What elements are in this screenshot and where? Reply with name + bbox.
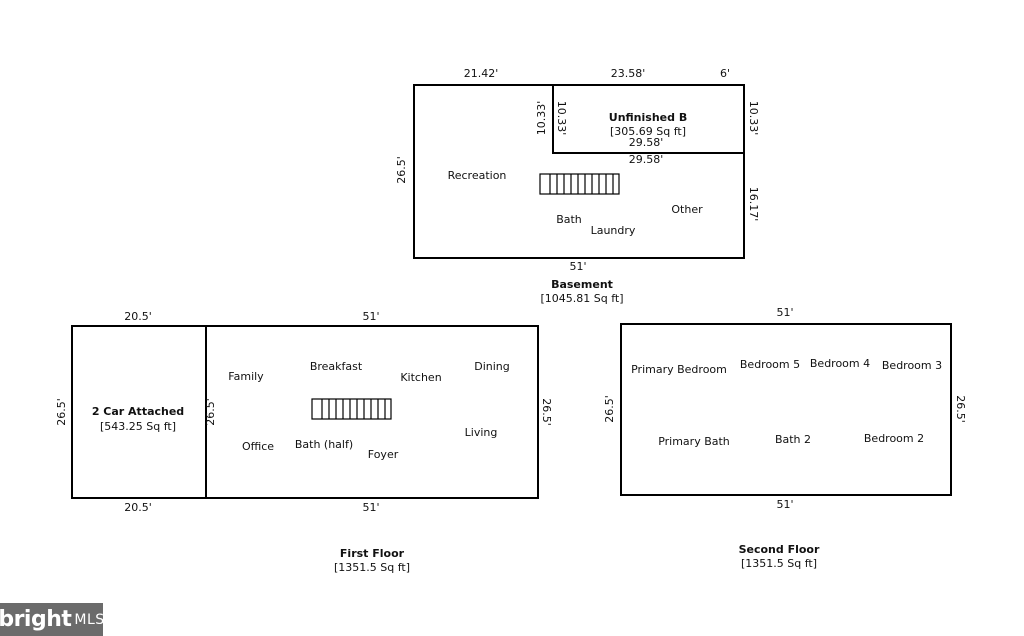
basement-dim-inner-bottom-a: 29.58' xyxy=(629,136,664,149)
unfinished-room-area: [305.69 Sq ft] xyxy=(610,125,686,138)
room-bedroom-2: Bedroom 2 xyxy=(864,432,924,445)
room-primary-bath: Primary Bath xyxy=(658,435,730,448)
second-floor-area: [1351.5 Sq ft] xyxy=(741,557,817,570)
room-breakfast: Breakfast xyxy=(310,360,363,373)
room-foyer: Foyer xyxy=(368,448,399,461)
first-floor-dim-bottom: 51' xyxy=(362,501,379,514)
first-floor-main-outline xyxy=(205,325,539,499)
basement-dim-left: 26.5' xyxy=(395,156,408,184)
room-laundry: Laundry xyxy=(591,224,636,237)
basement-dim-inner-bottom-b: 29.58' xyxy=(629,153,664,166)
garage-area: [543.25 Sq ft] xyxy=(100,420,176,433)
basement-dim-bottom: 51' xyxy=(569,260,586,273)
watermark-brand: bright xyxy=(0,607,72,632)
second-floor-dim-left: 26.5' xyxy=(603,395,616,423)
room-bedroom-4: Bedroom 4 xyxy=(810,357,870,370)
garage-dim-left: 26.5' xyxy=(55,398,68,426)
basement-staircase xyxy=(539,173,620,195)
basement-plan: 21.42' 23.58' 6' 26.5' 10.33' 16.17' 10.… xyxy=(395,67,760,305)
first-floor-dim-right: 26.5' xyxy=(540,398,553,426)
second-floor-outline xyxy=(620,323,952,496)
room-bedroom-3: Bedroom 3 xyxy=(882,359,942,372)
second-floor-dim-top: 51' xyxy=(776,306,793,319)
basement-dim-top-right: 6' xyxy=(720,67,730,80)
brightmls-watermark-logo: bright MLS xyxy=(0,603,105,636)
first-floor-plan: 20.5' 20.5' 26.5' 26.5' 2 Car Attached [… xyxy=(55,310,553,574)
garage-dim-inner: 26.5' xyxy=(204,398,217,426)
room-bedroom-5: Bedroom 5 xyxy=(740,358,800,371)
room-kitchen: Kitchen xyxy=(400,371,441,384)
basement-dim-top-mid: 23.58' xyxy=(611,67,646,80)
first-floor-dim-top: 51' xyxy=(362,310,379,323)
room-bath-half: Bath (half) xyxy=(295,438,353,451)
watermark-suffix: MLS xyxy=(74,611,105,628)
second-floor-dim-bottom: 51' xyxy=(776,498,793,511)
garage-dim-top: 20.5' xyxy=(124,310,152,323)
basement-dim-top-left: 21.42' xyxy=(464,67,499,80)
second-floor-plan: 51' 51' 26.5' 26.5' Primary Bedroom Bedr… xyxy=(603,306,967,570)
room-other: Other xyxy=(671,203,703,216)
first-floor-area: [1351.5 Sq ft] xyxy=(334,561,410,574)
second-floor-dim-right: 26.5' xyxy=(954,395,967,423)
room-family: Family xyxy=(228,370,264,383)
basement-title: Basement xyxy=(551,278,613,291)
basement-dim-inner-left-inner: 10.33' xyxy=(555,101,568,136)
basement-dim-inner-left-outer: 10.33' xyxy=(535,101,548,136)
room-dining: Dining xyxy=(474,360,510,373)
basement-dim-right-lower: 16.17' xyxy=(747,187,760,222)
garage-name: 2 Car Attached xyxy=(92,405,184,418)
unfinished-room-outline xyxy=(552,84,745,154)
room-living: Living xyxy=(465,426,498,439)
garage-dim-bottom: 20.5' xyxy=(124,501,152,514)
room-bath: Bath xyxy=(556,213,582,226)
room-bath-2: Bath 2 xyxy=(775,433,811,446)
first-floor-title: First Floor xyxy=(340,547,405,560)
first-floor-staircase xyxy=(311,398,392,420)
room-recreation: Recreation xyxy=(448,169,507,182)
basement-dim-right-upper: 10.33' xyxy=(747,101,760,136)
unfinished-room-name: Unfinished B xyxy=(609,111,687,124)
room-primary-bedroom: Primary Bedroom xyxy=(631,363,727,376)
room-office: Office xyxy=(242,440,274,453)
basement-area: [1045.81 Sq ft] xyxy=(540,292,623,305)
second-floor-title: Second Floor xyxy=(739,543,820,556)
